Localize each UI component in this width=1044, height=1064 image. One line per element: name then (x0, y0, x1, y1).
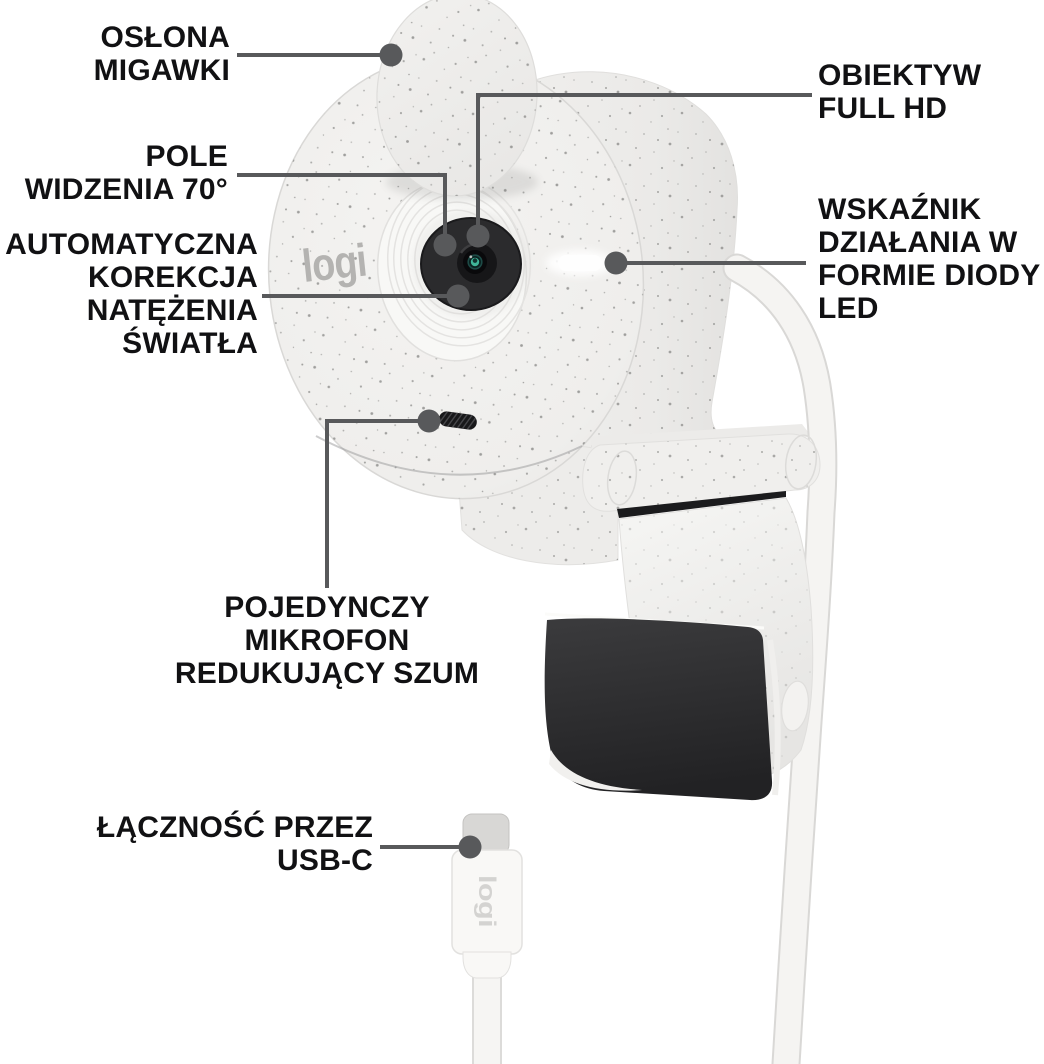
leader-lens (476, 93, 812, 227)
label-light-correction: AUTOMATYCZNA KOREKCJA NATĘŻENIA ŚWIATŁA (5, 228, 258, 360)
label-shutter: OSŁONA MIGAWKI (93, 21, 230, 87)
dot-light-correction (446, 284, 470, 308)
label-field-of-view: POLE WIDZENIA 70° (24, 140, 228, 206)
face-bottom-rim (315, 435, 583, 476)
mount-gap (617, 491, 786, 518)
label-led-indicator: WSKAŹNIK DZIAŁANIA W FORMIE DIODY LED (818, 193, 1041, 325)
shutter-cover (376, 0, 538, 197)
dot-lens (466, 224, 490, 248)
monitor-mount (544, 433, 821, 801)
dot-microphone (417, 409, 441, 433)
dot-shutter (379, 43, 403, 67)
mount-clip-plate (544, 618, 773, 801)
clip-hinge (781, 680, 809, 732)
leader-field-of-view (237, 173, 447, 236)
dot-field-of-view (433, 233, 457, 257)
status-led (546, 250, 614, 276)
usb-logi-logo: logi (473, 875, 500, 927)
dot-led (604, 251, 628, 275)
usb-c-connector: logi (451, 813, 523, 1064)
annotation-lines (237, 53, 812, 849)
logi-logo: logi (300, 234, 369, 292)
dot-usb (458, 835, 482, 859)
label-microphone: POJEDYNCZY MIKROFON REDUKUJĄCY SZUM (174, 591, 480, 690)
label-usb: ŁĄCZNOŚĆ PRZEZ USB-C (96, 811, 373, 877)
leader-microphone (325, 419, 420, 588)
annotation-dots (379, 43, 628, 859)
usb-cable (722, 253, 838, 1064)
webcam-body: logi (267, 0, 812, 566)
label-lens: OBIEKTYW FULL HD (818, 59, 982, 125)
